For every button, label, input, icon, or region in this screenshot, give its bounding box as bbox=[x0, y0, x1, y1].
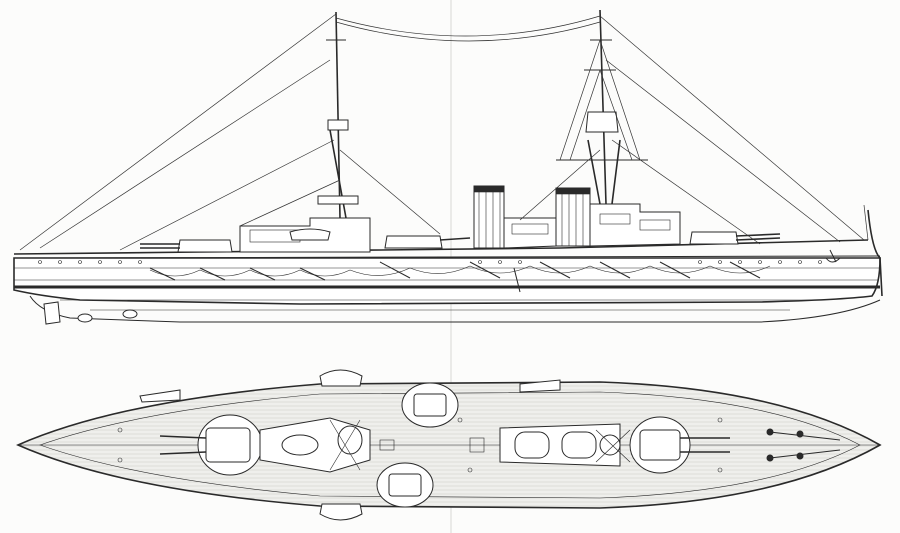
profile-superstructure bbox=[140, 185, 781, 253]
plan-aft-turret bbox=[159, 414, 263, 476]
plan-superstructure bbox=[259, 417, 631, 473]
profile-fore-mast bbox=[556, 9, 648, 205]
plan-forward-turret bbox=[629, 416, 730, 474]
plan-boats bbox=[139, 369, 561, 521]
profile-view bbox=[13, 9, 883, 325]
plan-bow-fittings bbox=[766, 428, 841, 462]
profile-aft-mast bbox=[317, 11, 359, 219]
plan-wing-turrets bbox=[376, 382, 459, 508]
profile-rigging bbox=[19, 13, 869, 251]
profile-side-details bbox=[38, 249, 841, 293]
plan-view bbox=[16, 369, 882, 521]
plan-deck-details bbox=[117, 417, 723, 473]
profile-hull bbox=[13, 209, 883, 325]
